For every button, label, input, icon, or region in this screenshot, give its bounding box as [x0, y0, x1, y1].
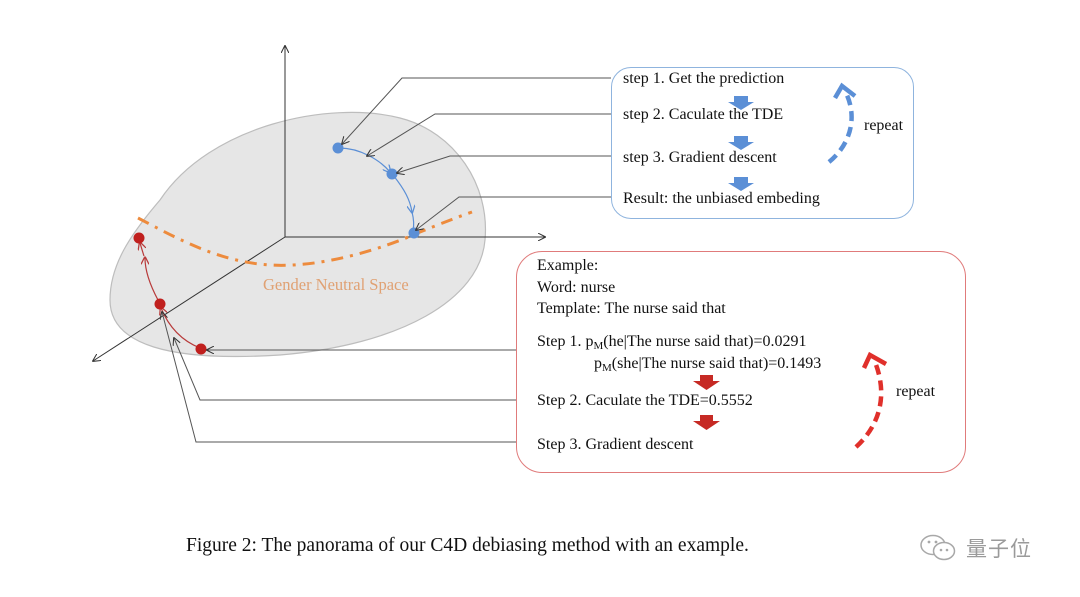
example-step1-prefix: Step 1. [537, 333, 582, 350]
gender-neutral-space-label: Gender Neutral Space [263, 275, 409, 294]
wechat-icon [920, 534, 956, 561]
red-trajectory-segment-2 [145, 258, 159, 301]
red-point-result [133, 232, 145, 244]
example-step3: Step 3. Gradient descent [537, 436, 694, 453]
blue-trajectory-segment-2 [392, 174, 412, 212]
example-header: Example: [537, 257, 599, 274]
blue-point-step [386, 168, 398, 180]
example-template: Template: The nurse said that [537, 300, 726, 317]
figure-caption: Figure 2: The panorama of our C4D debias… [186, 535, 749, 556]
example-word: Word: nurse [537, 279, 616, 296]
process-step-3: step 3. Gradient descent [623, 149, 777, 166]
process-result: Result: the unbiased embeding [623, 190, 820, 207]
example-step2: Step 2. Caculate the TDE=0.5552 [537, 392, 753, 409]
red-point-step [154, 298, 166, 310]
connector-step3-blue [397, 155, 611, 173]
example-box [516, 251, 966, 473]
connector-step2-blue [367, 113, 611, 156]
red-trajectory-segment-3 [140, 243, 144, 257]
gender-neutral-curve [137, 210, 473, 267]
example-repeat-label: repeat [896, 383, 936, 400]
connector-step1-blue [342, 77, 611, 144]
z-axis [93, 236, 286, 361]
process-step-1: step 1. Get the prediction [623, 70, 785, 87]
blue-point-initial [332, 142, 344, 154]
connector-step2-red [174, 338, 516, 401]
example-step1: Step 1. pM(he|The nurse said that)=0.029… [537, 333, 807, 355]
process-repeat-label: repeat [864, 117, 904, 134]
watermark-text: 量子位 [966, 537, 1032, 561]
process-step-2: step 2. Caculate the TDE [623, 106, 784, 123]
watermark: 量子位 [918, 533, 1032, 563]
red-point-initial [195, 343, 207, 355]
connector-result-blue [416, 196, 611, 230]
prob-she: pM(she|The nurse said that)=0.1493 [594, 355, 822, 374]
prob-he: pM(he|The nurse said that)=0.0291 [585, 333, 807, 352]
connector-step3-red [162, 312, 516, 443]
process-steps-box [611, 67, 914, 219]
